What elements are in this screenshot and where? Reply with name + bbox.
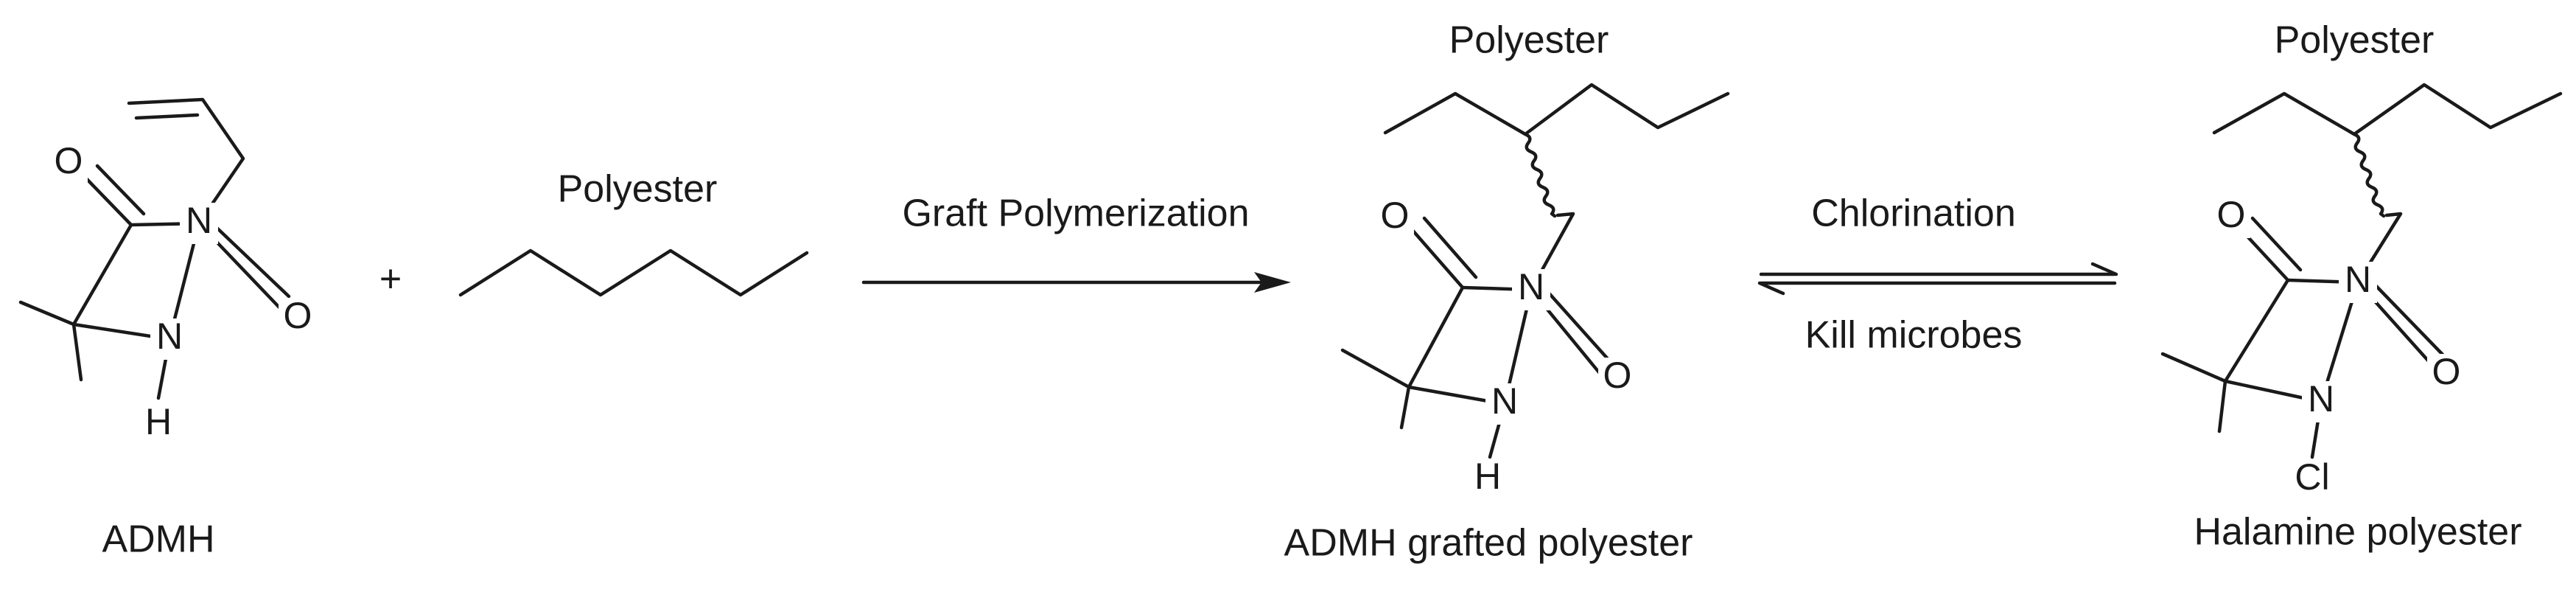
admh-grafted-polyester-molecule: Polyester O N O N H ADMH grafted polyest… [1284, 19, 1730, 565]
halamine-oxygen-2: O [2432, 351, 2461, 392]
grafted-bonds [1340, 83, 1730, 459]
grafted-polyester-label: Polyester [1449, 19, 1609, 62]
polyester-chain-bonds [458, 248, 809, 297]
grafted-nitrogen-1: N [1518, 266, 1544, 307]
kill-microbes-label: Kill microbes [1805, 314, 2023, 357]
grafted-oxygen-2: O [1603, 355, 1632, 396]
chlorination-equilibrium-arrow: Chlorination Kill microbes [1757, 192, 2118, 357]
halamine-polyester-caption: Halamine polyester [2194, 511, 2521, 554]
halamine-nitrogen-2: N [2308, 378, 2334, 419]
admh-molecule: O N O N H ADMH [18, 97, 317, 561]
polyester-label: Polyester [558, 168, 718, 211]
graft-polymerization-label: Graft Polymerization [902, 192, 1249, 235]
grafted-oxygen-1: O [1381, 195, 1410, 236]
halamine-oxygen-1: O [2217, 194, 2246, 235]
halamine-polyester-molecule: Polyester O N O N Cl Halamine polyester [2160, 19, 2563, 554]
polyester-chain: Polyester [458, 168, 809, 297]
admh-caption: ADMH [102, 518, 214, 561]
grafted-hydrogen: H [1474, 456, 1501, 497]
halamine-chlorine: Cl [2295, 456, 2329, 498]
admh-nitrogen-1: N [186, 200, 212, 241]
plus-operator: + [379, 258, 402, 301]
admh-hydrogen: H [145, 401, 172, 442]
admh-nitrogen-2: N [156, 316, 183, 357]
admh-oxygen-2: O [284, 295, 312, 336]
halamine-nitrogen-1: N [2345, 259, 2371, 300]
grafted-nitrogen-2: N [1491, 380, 1518, 422]
admh-oxygen-1: O [55, 140, 83, 181]
chlorination-label: Chlorination [1811, 192, 2016, 235]
graft-polymerization-arrow: Graft Polymerization [861, 192, 1291, 293]
halamine-polyester-label: Polyester [2275, 19, 2435, 62]
grafted-polyester-caption: ADMH grafted polyester [1284, 522, 1693, 565]
